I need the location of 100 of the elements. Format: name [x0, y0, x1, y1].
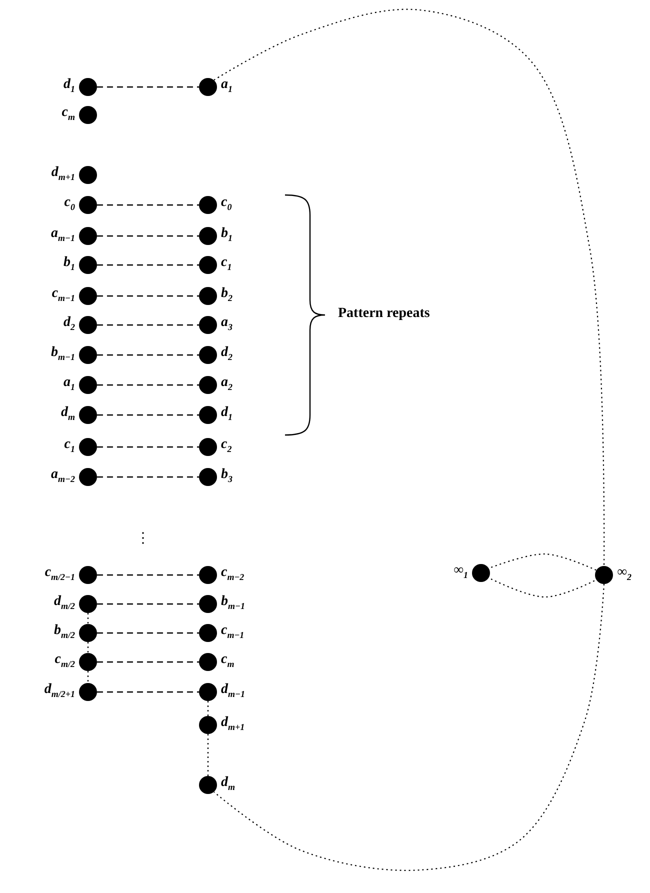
dashed-edge: [97, 476, 199, 478]
dashed-edge: [97, 446, 199, 448]
graph-vertex: [199, 78, 232, 96]
vertex-label: c$_{m}$: [221, 651, 234, 671]
dashed-edge: [97, 661, 199, 663]
vertex-label: d$_{1}$: [221, 404, 232, 424]
graph-vertex: [44, 683, 97, 701]
dashed-edge: [97, 324, 199, 326]
vertex-label: d$_{m+1}$: [221, 714, 245, 734]
graph-vertex: [199, 716, 245, 734]
dashed-edge: [97, 235, 199, 237]
graph-vertex: [199, 468, 232, 486]
graph-vertex: [64, 316, 97, 334]
vertex-label: b$_{1}$: [221, 225, 232, 245]
graph-vertex: [199, 683, 245, 701]
vertex-label: d$_{m}$: [60, 404, 75, 424]
graph-vertex: [64, 196, 97, 214]
vertex-label: c$_{0}$: [221, 194, 232, 214]
graph-vertex: [199, 566, 244, 584]
graph-vertex: [54, 653, 97, 671]
vertex-label: a$_{1}$: [221, 76, 232, 96]
vertex-label: d$_{2}$: [221, 344, 232, 364]
vertex-label: c$_{2}$: [221, 436, 232, 456]
vertex-label: a$_{2}$: [221, 374, 232, 394]
vertex-label: b$_{1}$: [64, 254, 75, 274]
graph-vertex: [62, 106, 97, 124]
graph-vertex: [199, 653, 234, 671]
dashed-edge: [97, 384, 199, 386]
vertex-label: c$_{m}$: [62, 104, 75, 124]
vertex-label: b$_{m−1}$: [221, 593, 245, 613]
graph-vertex: [199, 438, 232, 456]
vertex-label: b$_{3}$: [221, 466, 232, 486]
vertex-label: d$_{m}$: [221, 774, 236, 794]
graph-vertex: [60, 406, 97, 424]
vertex-label: b$_{m−1}$: [51, 344, 75, 364]
dashed-edge: [97, 691, 199, 693]
vertex-label: b$_{m/2}$: [54, 622, 75, 642]
graph-vertex: [51, 166, 97, 184]
vertex-label: c$_{m−2}$: [221, 564, 244, 584]
vertex-label: c$_{1}$: [221, 254, 232, 274]
graph-vertex: [199, 227, 232, 245]
graph-vertex: [52, 287, 97, 305]
graph-vertex: [64, 78, 97, 96]
graph-vertex: [199, 776, 236, 794]
dashed-edge: [97, 86, 199, 88]
vertex-label: ∞$_{2}$: [617, 564, 632, 584]
graph-vertex: [64, 438, 97, 456]
graph-vertex: [199, 196, 232, 214]
graph-vertex: [44, 566, 97, 584]
dashed-edge: [97, 204, 199, 206]
graph-vertex: [199, 256, 232, 274]
graph-vertex: [64, 376, 97, 394]
annotation-text: Pattern repeats: [338, 306, 430, 322]
vertex-label: d$_{m/2}$: [54, 593, 75, 613]
vertex-label: ∞$_{1}$: [454, 562, 468, 582]
vertex-label: d$_{m−1}$: [221, 681, 245, 701]
graph-vertex: [199, 406, 232, 424]
graph-vertex: [51, 346, 97, 364]
graph-vertex: [51, 227, 97, 245]
vertex-label: a$_{m−2}$: [51, 466, 75, 486]
vertex-label: c$_{m/2}$: [54, 651, 75, 671]
graph-vertex: [199, 287, 232, 305]
graph-vertex: [51, 468, 97, 486]
graph-vertex: [199, 316, 232, 334]
dotted-edge: [207, 701, 209, 716]
dotted-edge: [87, 671, 89, 683]
graph-vertex: [199, 376, 232, 394]
vertex-label: c$_{0}$: [64, 194, 75, 214]
graph-vertex: [199, 624, 244, 642]
dashed-edge: [97, 264, 199, 266]
graph-vertex: [454, 564, 490, 582]
graph-vertex: [54, 624, 97, 642]
vertex-label: d$_{2}$: [64, 314, 75, 334]
dotted-edge: [214, 8, 605, 566]
vertex-label: a$_{m−1}$: [51, 225, 75, 245]
graph-vertex: [64, 256, 97, 274]
dotted-edge: [207, 734, 209, 776]
vertex-label: c$_{m−1}$: [221, 622, 244, 642]
dashed-edge: [97, 632, 199, 634]
vertex-label: a$_{1}$: [64, 374, 75, 394]
dotted-edge: [214, 584, 605, 871]
dashed-edge: [97, 295, 199, 297]
dotted-edge: [87, 613, 89, 624]
vertex-label: a$_{3}$: [221, 314, 232, 334]
vertex-label: d$_{1}$: [64, 76, 75, 96]
dashed-edge: [97, 354, 199, 356]
vertex-label: d$_{m/2+1}$: [44, 681, 75, 701]
graph-vertex: [595, 566, 632, 584]
vertex-label: c$_{1}$: [64, 436, 75, 456]
vertex-label: d$_{m+1}$: [51, 164, 75, 184]
vertex-label: b$_{2}$: [221, 285, 232, 305]
dotted-edge: [87, 642, 89, 653]
graph-vertex: [199, 595, 245, 613]
dashed-edge: [97, 603, 199, 605]
dashed-edge: [97, 574, 199, 576]
dashed-edge: [97, 414, 199, 416]
graph-vertex: [54, 595, 97, 613]
vertex-label: c$_{m/2−1}$: [44, 564, 75, 584]
graph-vertex: [199, 346, 232, 364]
vertex-label: c$_{m−1}$: [52, 285, 75, 305]
